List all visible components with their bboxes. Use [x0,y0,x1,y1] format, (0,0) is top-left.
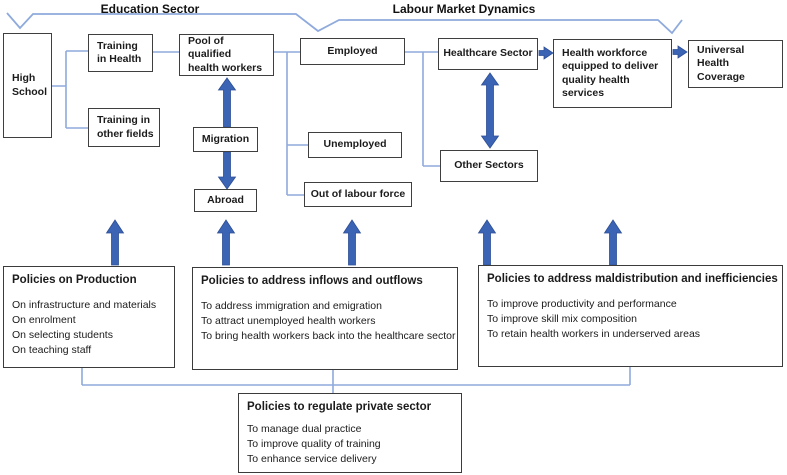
node-universal-health-coverage: Universal Health Coverage [688,40,783,88]
policy-private-item: To improve quality of training [247,438,381,450]
arrow-policy-maldistribution-up-right [603,219,623,266]
policy-maldistribution-item: To retain health workers in underserved … [487,328,701,340]
policy-private-item: To enhance service delivery [247,453,377,465]
connector-policies-to-private-sector [81,367,631,393]
arrow-policy-production-up [105,219,125,266]
labour-market-header: Labour Market Dynamics [392,2,536,16]
policy-box-maldistribution: Policies to address maldistribution and … [478,265,783,367]
policy-box-production: Policies on Production On infrastructure… [3,266,175,368]
policy-inflows-item: To bring health workers back into the he… [201,330,456,342]
arrow-policy-inflows-up-left [216,219,236,266]
node-migration: Migration [193,127,258,152]
arrow-healthcare-other-sectors [480,72,500,149]
node-training-in-health: Training in Health [88,34,153,72]
policy-production-item: On enrolment [12,314,76,326]
node-employed: Employed [300,38,405,65]
node-unemployed: Unemployed [308,132,402,158]
arrow-policy-inflows-up-right [342,219,362,266]
arrow-policy-maldistribution-up-left [477,219,497,266]
policy-production-item: On selecting students [12,329,113,341]
sector-brace-line [6,12,683,35]
policy-production-item: On teaching staff [12,344,92,356]
policy-private-title: Policies to regulate private sector [247,401,432,413]
arrow-migration-to-pool [217,77,237,128]
policy-inflows-title: Policies to address inflows and outflows [201,275,423,287]
connector-employed-to-sectors [405,51,440,167]
policy-maldistribution-title: Policies to address maldistribution and … [487,273,778,285]
arrow-healthcare-to-workforce [538,46,554,60]
node-training-other-fields: Training in other fields [88,108,160,147]
policy-maldistribution-item: To improve productivity and performance [487,298,677,310]
education-sector-header: Education Sector [100,2,200,16]
policy-private-item: To manage dual practice [247,423,362,435]
policy-box-inflows-outflows: Policies to address inflows and outflows… [192,267,458,370]
policy-production-item: On infrastructure and materials [12,299,157,311]
connector-highschool-to-trainings [52,50,88,129]
policy-maldistribution-item: To improve skill mix composition [487,313,637,325]
node-abroad: Abroad [194,189,257,212]
node-out-of-labour-force: Out of labour force [304,182,412,207]
node-other-sectors: Other Sectors [440,150,538,182]
policy-box-private-sector: Policies to regulate private sector To m… [238,393,462,473]
node-high-school: High School [3,33,52,138]
policy-inflows-item: To address immigration and emigration [201,300,382,312]
connector-pool-to-labour-states [274,51,308,196]
policy-production-title: Policies on Production [12,274,137,286]
arrow-migration-to-abroad [217,151,237,190]
node-pool-qualified-health-workers: Pool of qualified health workers [179,34,274,76]
policy-inflows-item: To attract unemployed health workers [201,315,376,327]
node-healthcare-sector: Healthcare Sector [438,38,538,70]
node-health-workforce-equipped: Health workforce equipped to deliver qua… [553,39,672,108]
arrow-workforce-to-uhc [672,45,688,59]
